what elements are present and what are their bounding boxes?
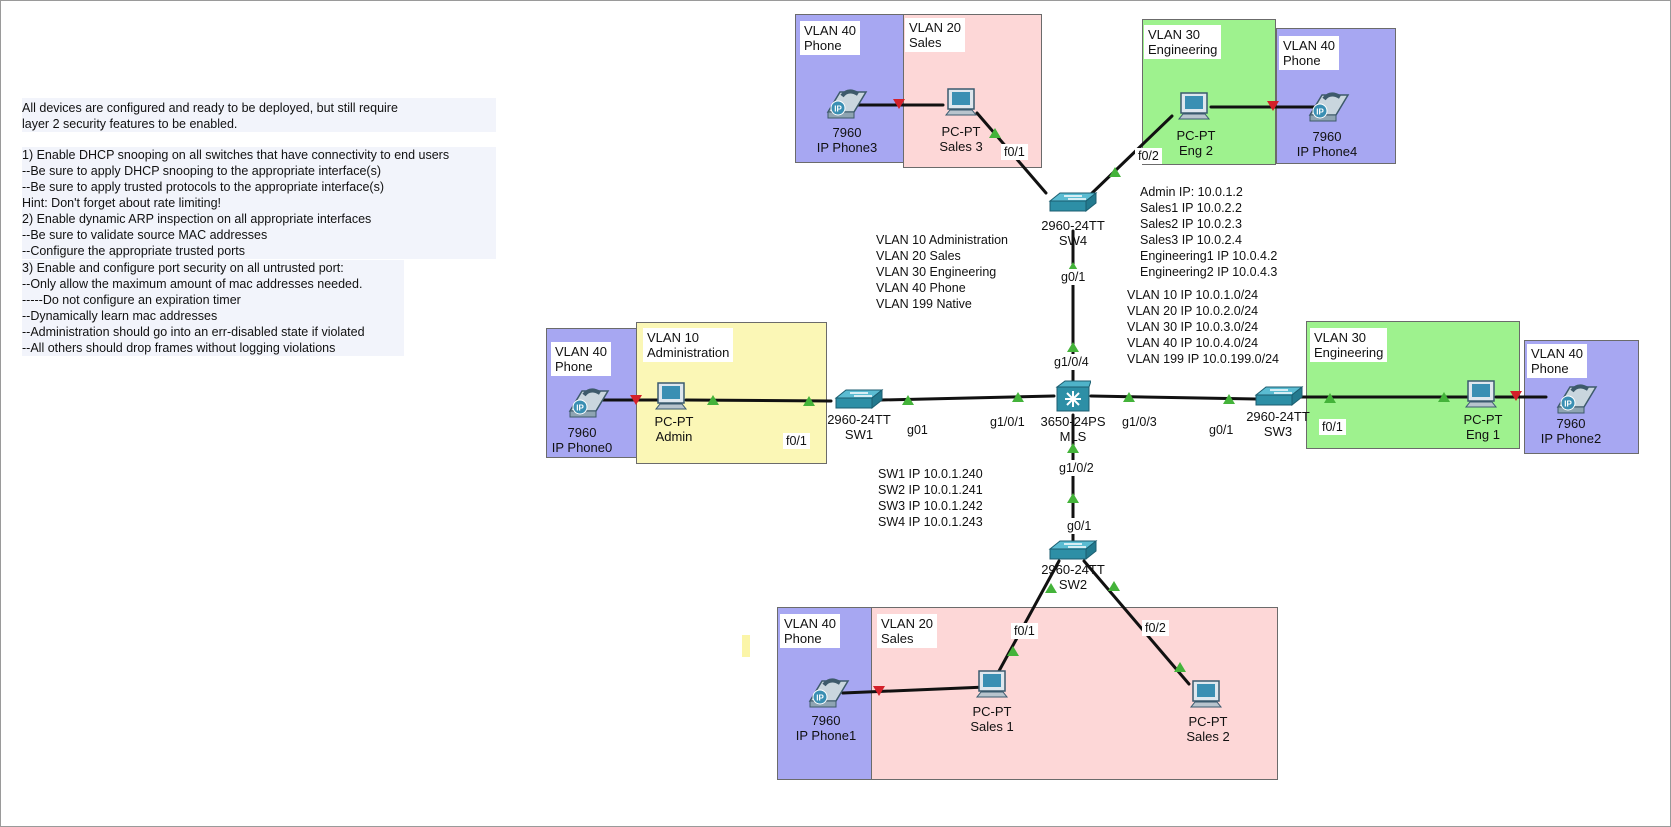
device-model: PC-PT (1176, 128, 1216, 143)
device-model: 2960-24TT (1041, 218, 1105, 233)
port-label: g1/0/2 (1056, 460, 1097, 476)
link-status-markers (630, 99, 1522, 696)
port-label: f0/1 (1319, 419, 1346, 435)
device-model: 7960 (811, 713, 841, 728)
link-sw2-sales1 (991, 559, 1061, 684)
switch-icon[interactable] (1048, 191, 1098, 213)
device-name: Sales 2 (1186, 729, 1230, 744)
device-model: 3650-24PS (1040, 414, 1106, 429)
svg-text:IP: IP (1316, 108, 1324, 117)
port-label: f0/2 (1135, 148, 1162, 164)
switch-icon[interactable] (834, 388, 884, 410)
device-model: 2960-24TT (1246, 409, 1310, 424)
pc-icon[interactable] (654, 381, 688, 413)
ip-phone-icon[interactable]: IP (806, 675, 850, 711)
task-notes-steps: 1) Enable DHCP snooping on all switches … (22, 147, 496, 259)
device-name: Sales 3 (939, 139, 983, 154)
task-notes-port-security: 3) Enable and configure port security on… (22, 260, 404, 356)
multilayer-switch-icon[interactable] (1055, 379, 1091, 413)
port-label: g1/0/4 (1051, 354, 1092, 370)
device-name: Eng 1 (1466, 427, 1500, 442)
port-label: g01 (904, 422, 931, 438)
device-name: Eng 2 (1179, 143, 1213, 158)
device-model: PC-PT (972, 704, 1012, 719)
device-name: MLS (1059, 429, 1087, 444)
vlan-list: VLAN 10 Administration VLAN 20 Sales VLA… (872, 230, 1013, 314)
device-model: PC-PT (654, 414, 694, 429)
pc-icon[interactable] (1464, 379, 1498, 411)
zone-label: VLAN 40 Phone (800, 21, 861, 55)
device-model: PC-PT (1188, 714, 1228, 729)
ip-phone-icon[interactable]: IP (824, 86, 868, 122)
link-sw4-eng2 (1087, 114, 1174, 198)
port-label: f0/1 (1011, 623, 1038, 639)
device-model: 2960-24TT (827, 412, 891, 427)
device-name: Sales 1 (970, 719, 1014, 734)
device-model: 7960 (1556, 416, 1586, 431)
switch-ip-list: SW1 IP 10.0.1.240 SW2 IP 10.0.1.241 SW3 … (874, 464, 987, 532)
port-label: g1/0/1 (987, 414, 1028, 430)
device-name: IP Phone0 (551, 440, 613, 455)
vlan-subnet-list: VLAN 10 IP 10.0.1.0/24 VLAN 20 IP 10.0.2… (1123, 285, 1283, 369)
pc-icon[interactable] (975, 669, 1009, 701)
device-model: 7960 (1312, 129, 1342, 144)
device-model: PC-PT (941, 124, 981, 139)
device-model: 2960-24TT (1041, 562, 1105, 577)
device-name: SW4 (1058, 233, 1088, 248)
zone-label: VLAN 10 Administration (643, 328, 734, 362)
port-label: g0/1 (1058, 269, 1089, 285)
ip-phone-icon[interactable]: IP (566, 385, 610, 421)
device-name: SW2 (1058, 577, 1088, 592)
svg-text:IP: IP (1564, 400, 1572, 409)
port-label: f0/1 (783, 433, 810, 449)
pc-icon[interactable] (1177, 91, 1211, 123)
zone-label: VLAN 40 Phone (551, 342, 612, 376)
link-phone1-sales1 (841, 685, 988, 695)
port-label: f0/2 (1142, 620, 1169, 636)
zone-label: VLAN 30 Engineering (1144, 25, 1222, 59)
ip-phone-icon[interactable]: IP (1554, 381, 1598, 417)
zone-label: VLAN 20 Sales (905, 18, 966, 52)
device-name: Admin (655, 429, 693, 444)
ip-phone-icon[interactable]: IP (1306, 89, 1350, 125)
zone-label: VLAN 20 Sales (877, 614, 938, 648)
device-model: 7960 (832, 125, 862, 140)
svg-text:IP: IP (834, 105, 842, 114)
device-name: SW3 (1263, 424, 1293, 439)
switch-icon[interactable] (1048, 539, 1098, 561)
device-name: IP Phone4 (1296, 144, 1358, 159)
host-ip-list: Admin IP: 10.0.1.2 Sales1 IP 10.0.2.2 Sa… (1136, 182, 1282, 282)
marker (742, 635, 750, 657)
port-label: g0/1 (1064, 518, 1095, 534)
task-notes-intro: All devices are configured and ready to … (22, 98, 496, 132)
zone-label: VLAN 30 Engineering (1310, 328, 1388, 362)
switch-icon[interactable] (1254, 385, 1304, 407)
svg-text:IP: IP (576, 404, 584, 413)
svg-text:IP: IP (816, 694, 824, 703)
pc-icon[interactable] (1189, 679, 1223, 711)
device-name: SW1 (844, 427, 874, 442)
zone-label: VLAN 40 Phone (780, 614, 841, 648)
link-sw2-sales2 (1082, 559, 1191, 686)
zone-label: VLAN 40 Phone (1527, 344, 1588, 378)
port-label: f0/1 (1001, 144, 1028, 160)
device-name: IP Phone3 (816, 140, 878, 155)
port-label: g1/0/3 (1119, 414, 1160, 430)
port-label: g0/1 (1206, 422, 1237, 438)
device-name: IP Phone2 (1540, 431, 1602, 446)
zone-label: VLAN 40 Phone (1279, 36, 1340, 70)
device-model: PC-PT (1463, 412, 1503, 427)
pc-icon[interactable] (944, 87, 978, 119)
device-name: IP Phone1 (795, 728, 857, 743)
device-model: 7960 (567, 425, 597, 440)
